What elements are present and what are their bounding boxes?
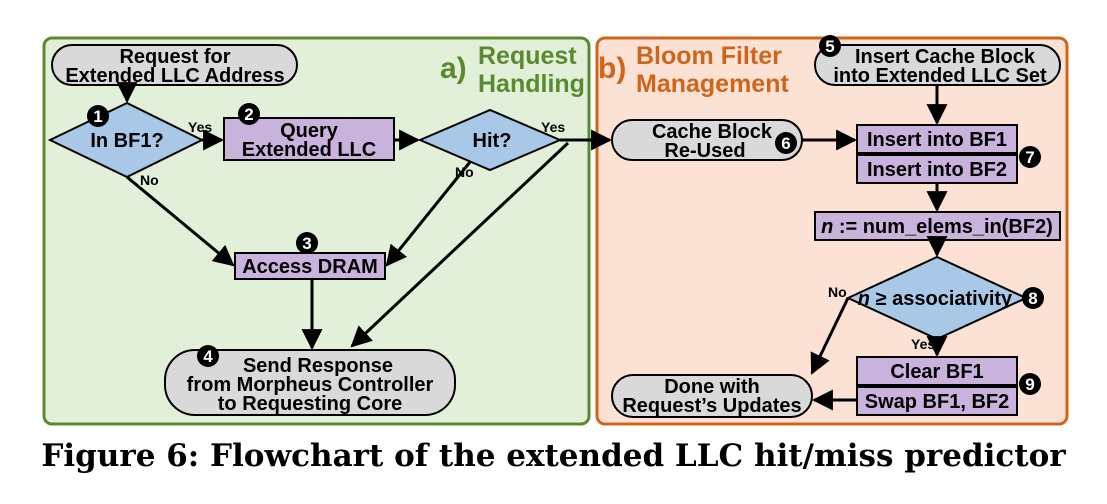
edge-label-no-hit: No: [455, 164, 474, 180]
step-1: 1: [87, 105, 109, 127]
in-bf1-label: In BF1?: [90, 130, 163, 152]
query-llc-process: [223, 117, 395, 161]
arrow-bf1-no-to-dram: [126, 175, 235, 267]
swap-bf-process: [856, 386, 1018, 416]
num-elems-var: n: [821, 216, 833, 238]
num-elems-label: n := num_elems_in(BF2): [821, 216, 1053, 238]
reused-line2: Re-Used: [664, 140, 745, 162]
request-line2: Extended LLC Address: [65, 65, 284, 87]
clear-bf1-label: Clear BF1: [890, 361, 983, 383]
associativity-label: n ≥ associativity: [858, 288, 1013, 310]
num-elems-rest: := num_elems_in(BF2): [833, 216, 1053, 238]
step-5-label: 5: [825, 37, 834, 56]
step-4-label: 4: [203, 347, 213, 366]
query-line1: Query: [280, 120, 339, 142]
arrow-hit-to-send: [350, 141, 570, 348]
hit-label: Hit?: [473, 130, 512, 152]
clear-bf1-process: [856, 356, 1018, 386]
step-8: 8: [1022, 287, 1044, 309]
assoc-rest: ≥ associativity: [870, 288, 1013, 310]
insert-bf2-label: Insert into BF2: [867, 159, 1007, 181]
edge-label-yes-assoc: Yes: [911, 336, 935, 352]
insert-bf2-process: [856, 154, 1018, 184]
insert-cb-line2: into Extended LLC Set: [833, 65, 1047, 87]
arrow-hit-no-to-dram: [385, 161, 472, 267]
insert-cb-line1: Insert Cache Block: [855, 46, 1036, 68]
panel-a-title-1: Request: [478, 42, 577, 70]
panel-b-title-1: Bloom Filter: [636, 42, 782, 70]
assoc-var: n: [858, 288, 870, 310]
edge-label-no-assoc: No: [828, 284, 847, 300]
edge-label-no-bf1: No: [140, 172, 159, 188]
step-9: 9: [1019, 373, 1041, 395]
step-6-label: 6: [781, 134, 790, 153]
figure-caption: Figure 6: Flowchart of the extended LLC …: [41, 438, 1066, 474]
reused-line1: Cache Block: [652, 121, 773, 143]
step-3: 3: [296, 232, 318, 254]
request-terminal: [51, 44, 298, 86]
done-line1: Done with: [664, 376, 760, 398]
step-8-label: 8: [1028, 289, 1037, 308]
send-line2: from Morpheus Controller: [187, 374, 434, 396]
step-5: 5: [819, 35, 841, 57]
panel-a-letter: a): [440, 52, 467, 85]
insert-bf1-label: Insert into BF1: [867, 129, 1007, 151]
edge-label-yes-bf1: Yes: [188, 119, 212, 135]
step-7-label: 7: [1025, 148, 1034, 167]
send-line1: Send Response: [243, 355, 393, 377]
step-6: 6: [775, 132, 797, 154]
send-line3: to Requesting Core: [218, 393, 402, 415]
query-line2: Extended LLC: [242, 139, 376, 161]
access-dram-label: Access DRAM: [242, 256, 378, 278]
done-line2: Request’s Updates: [622, 395, 801, 417]
step-2: 2: [238, 103, 260, 125]
step-7: 7: [1019, 146, 1041, 168]
panel-b-title-2: Management: [636, 70, 789, 98]
step-9-label: 9: [1025, 375, 1034, 394]
swap-bf-label: Swap BF1, BF2: [865, 391, 1009, 413]
edge-label-yes-hit: Yes: [541, 119, 565, 135]
panel-b-letter: b): [598, 52, 626, 85]
access-dram-process: [234, 252, 386, 280]
step-2-label: 2: [244, 105, 253, 124]
step-1-label: 1: [93, 107, 102, 126]
panel-a-title-2: Handling: [478, 70, 585, 98]
request-line1: Request for: [119, 46, 230, 68]
num-elems-process: [814, 211, 1061, 241]
step-4: 4: [197, 345, 219, 367]
arrow-assoc-no-to-done: [810, 297, 850, 375]
step-3-label: 3: [302, 234, 311, 253]
